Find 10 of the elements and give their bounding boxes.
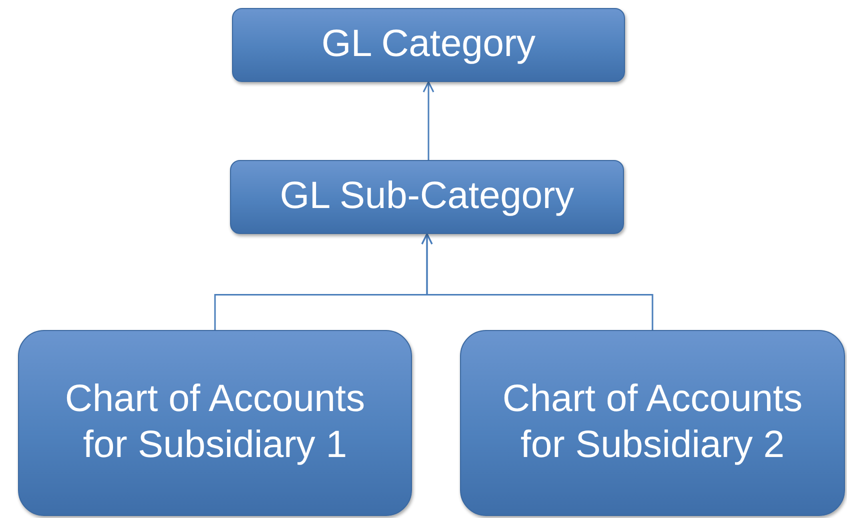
arrow	[421, 233, 654, 330]
box-label: GL Sub-Category	[280, 174, 574, 220]
box-label: Chart of Accounts for Subsidiary 2	[502, 377, 804, 468]
process-box	[230, 160, 624, 234]
box-label: Chart of Accounts for Subsidiary 1	[64, 377, 366, 468]
box-label: GL Category	[321, 22, 536, 68]
process-box	[232, 8, 625, 82]
process-box	[18, 330, 412, 516]
arrow	[422, 81, 434, 160]
process-box	[460, 330, 845, 516]
